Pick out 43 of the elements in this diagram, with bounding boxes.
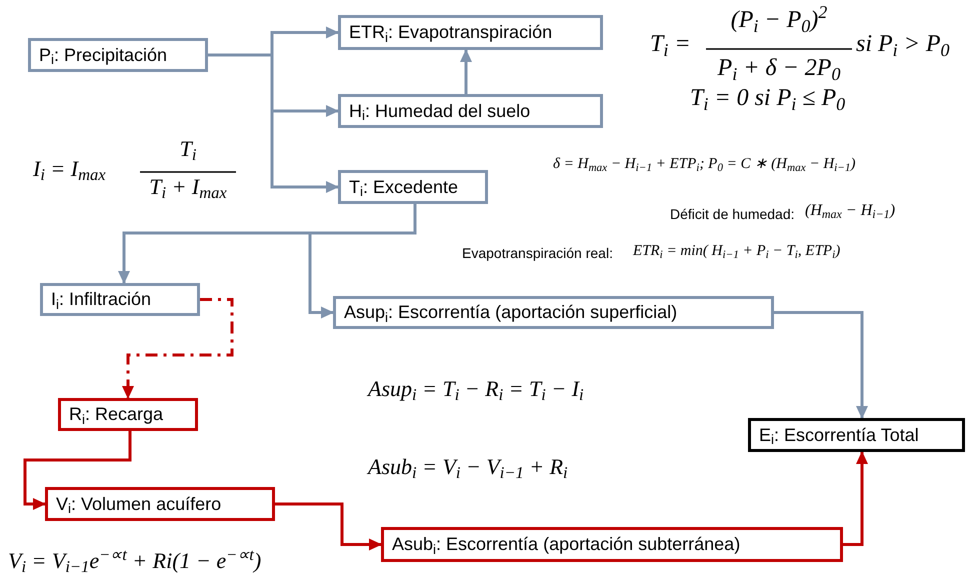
arrow [24,431,132,510]
formula: si P$_{i}$ > P$_{0}$ [856,32,950,56]
formula-caption: Evapotranspiración real: [462,246,613,260]
formula: V$_{i}$ = V$_{i−1}$e$^{−∝t}$ + Ri(1 − e$^{−∝t}$) [8,550,262,572]
formula: ETR$_{i}$ = min( H$_{i−1}$ + P$_{i}$ − T$_{i}$, ETP$_{i}$) [633,244,840,259]
formula: (P$_{i}$ − P$_{0}$)$^{2}$ [730,8,828,32]
arrow [774,311,868,419]
arrow [460,49,472,94]
arrow [308,204,416,318]
formula: δ = H$_{max}$ − H$_{i−1}$ + ETP$_{i}$; P$_{0}$ = C ∗ (H$_{max}$ − H$_{i−1}$) [553,157,856,172]
formula: Asub$_{i}$ = V$_{i}$ − V$_{i−1}$ + R$_{i}$ [368,456,568,478]
box-label: I$_{i}$: Infiltración [51,288,152,311]
box-label: R$_{i}$: Recarga [69,403,164,426]
process-box [748,418,965,452]
box-label: H$_{i}$: Humedad del suelo [349,100,530,122]
process-box [40,283,200,316]
process-box [333,296,774,329]
arrow [275,502,382,550]
process-box [338,15,603,50]
box-label: E$_{i}$: Escorrentía Total [759,424,919,446]
formula-caption: Déficit de humedad: [670,207,795,221]
formula: (H$_{max}$ − H$_{i−1}$) [805,203,896,219]
box-label: ETR$_{i}$: Evapotranspiración [349,21,552,44]
formula: I$_{i}$ = I$_{max}$ [33,158,106,180]
box-label: T$_{i}$: Excedente [349,176,458,198]
formula: T$_{i}$ = 0 si P$_{i}$ ≤ P$_{0}$ [690,86,846,110]
box-label: P$_{i}$: Precipitación [39,44,168,66]
arrow [122,298,234,399]
process-box [381,527,843,562]
arrow [843,451,868,546]
process-box [45,487,275,521]
process-box [338,94,603,128]
formula: Asup$_{i}$ = T$_{i}$ − R$_{i}$ = T$_{i}$ − I$_{i}$ [368,378,584,400]
box-label: V$_{i}$: Volumen acuífero [56,492,222,516]
box-label: Asup$_{i}$: Escorrentía (aportación superficial) [344,301,678,324]
box-label: Asub$_{i}$: Escorrentía (aportación subterránea) [392,533,740,556]
process-box [338,170,488,204]
formula: T$_{i}$ [178,138,198,160]
formula: T$_{i}$ + I$_{max}$ [148,176,228,198]
process-box [28,38,208,72]
process-box [58,398,198,431]
formula: T$_{i}$ = [650,32,691,56]
formula: P$_{i}$ + δ − 2P$_{0}$ [716,56,842,80]
